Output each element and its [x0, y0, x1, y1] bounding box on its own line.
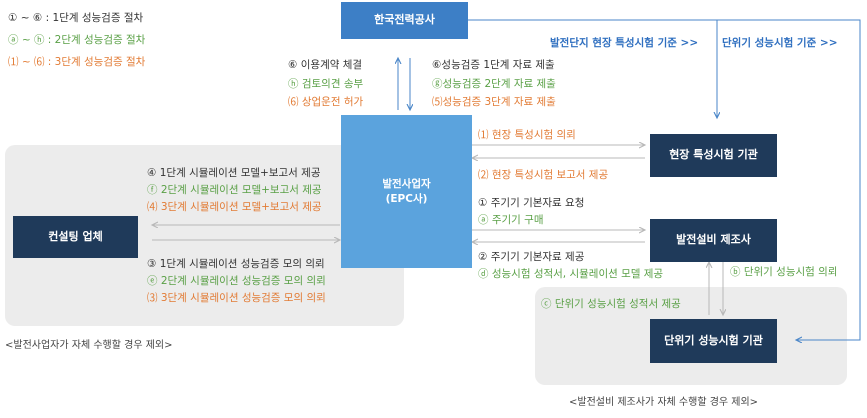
field-test-label: 현장 특성시험 기관	[669, 148, 758, 162]
equip-maker-label: 발전설비 제조사	[676, 233, 751, 247]
kepco-label: 한국전력공사	[374, 13, 435, 27]
kepco-epc-right-2: ⓖ성능검증 2단계 자료 제출	[432, 78, 556, 90]
epc-label-line2: (EPC사)	[385, 192, 428, 205]
consult-lower-1: ③ 1단계 시뮬레이션 성능검증 모의 의뢰	[147, 258, 325, 270]
kepco-to-unit-line	[717, 19, 861, 340]
site-basis-link[interactable]: 발전단지 현장 특성시험 기준 >>	[550, 37, 699, 49]
kepco-epc-left-2: ⓗ 검토의견 송부	[288, 78, 364, 90]
consult-lower-2: ⓔ 2단계 시뮬레이션 성능검증 모의 의뢰	[147, 275, 326, 287]
field-request-label: ⑴ 현장 특성시험 의뢰	[478, 129, 576, 141]
unit-report-label: ⓒ 단위기 성능시험 성적서 제공	[541, 298, 681, 310]
maker-upper-1: ① 주기기 기본자료 요청	[478, 197, 585, 209]
kepco-epc-right-1: ⑥성능검증 1단계 자료 제출	[432, 59, 555, 71]
equip-maker-box: 발전설비 제조사	[650, 219, 777, 262]
unit-test-label: 단위기 성능시험 기관	[664, 333, 763, 347]
kepco-box: 한국전력공사	[341, 2, 468, 39]
consult-upper-3: ⑷ 3단계 시뮬레이션 모델+보고서 제공	[147, 201, 322, 213]
field-report-label: ⑵ 현장 특성시험 보고서 제공	[478, 169, 609, 181]
consult-lower-3: ⑶ 3단계 시뮬레이션 성능검증 모의 의뢰	[147, 292, 326, 304]
unit-request-label: ⓑ 단위기 성능시험 의뢰	[730, 266, 838, 278]
epc-box: 발전사업자 (EPC사)	[341, 115, 472, 268]
maker-upper-2: ⓐ 주기기 구매	[478, 214, 544, 226]
unit-test-box: 단위기 성능시험 기관	[650, 319, 777, 363]
consult-upper-1: ④ 1단계 시뮬레이션 모델+보고서 제공	[147, 167, 321, 179]
kepco-epc-right-3: ⑸성능검증 3단계 자료 제출	[432, 96, 556, 108]
maker-lower-1: ② 주기기 기본자료 제공	[478, 251, 585, 263]
kepco-epc-left-1: ⑥ 이용계약 체결	[288, 59, 363, 71]
kepco-epc-left-3: ⑹ 상업운전 허가	[288, 96, 364, 108]
note-maker-exclusion: <발전설비 제조사가 자체 수행할 경우 제외>	[569, 397, 759, 408]
unit-basis-link[interactable]: 단위기 성능시험 기준 >>	[722, 37, 838, 49]
epc-label-line1: 발전사업자	[382, 178, 431, 191]
legend-step2: ⓐ ~ ⓗ : 2단계 성능검증 절차	[8, 34, 146, 46]
legend-step1: ① ~ ⑥ : 1단계 성능검증 절차	[8, 12, 144, 24]
consulting-label: 컨설팅 업체	[48, 229, 103, 243]
consulting-box: 컨설팅 업체	[13, 216, 138, 258]
consult-upper-2: ⓕ 2단계 시뮬레이션 모델+보고서 제공	[147, 184, 322, 196]
legend-step3: ⑴ ~ ⑹ : 3단계 성능검증 절차	[8, 56, 146, 68]
field-test-box: 현장 특성시험 기관	[650, 134, 777, 177]
note-epc-exclusion: <발전사업자가 자체 수행할 경우 제외>	[5, 340, 173, 351]
maker-lower-2: ⓓ 성능시험 성적서, 시뮬레이션 모델 제공	[478, 268, 664, 280]
